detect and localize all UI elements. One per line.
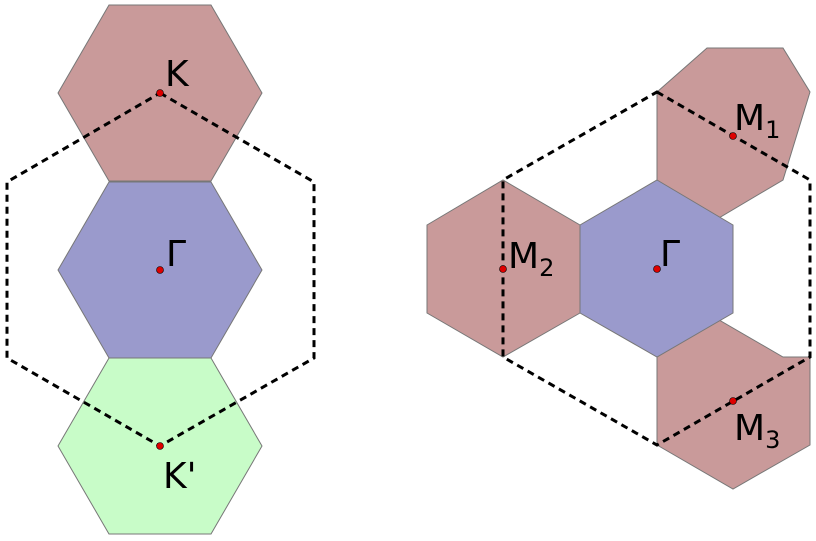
label-gamma-right: Γ xyxy=(660,234,680,275)
point-gamma-right xyxy=(653,265,661,273)
label-m3-sub: 3 xyxy=(765,426,780,454)
label-m2: M2 xyxy=(508,236,554,282)
left-diagram: K Γ K' xyxy=(5,4,316,535)
point-m1 xyxy=(729,132,737,140)
point-gamma-left xyxy=(156,266,164,274)
right-diagram: M1 M2 M3 Γ xyxy=(426,47,812,490)
label-m1-base: M xyxy=(734,98,765,139)
label-m2-sub: 2 xyxy=(539,254,554,282)
point-m3 xyxy=(729,397,737,405)
label-kprime: K' xyxy=(163,456,197,497)
label-m3-base: M xyxy=(734,408,765,449)
dashed-zone-right xyxy=(501,90,812,447)
label-m2-base: M xyxy=(508,236,539,277)
label-m1: M1 xyxy=(734,98,780,144)
point-kprime xyxy=(156,442,164,450)
label-m1-sub: 1 xyxy=(765,116,780,144)
point-m2 xyxy=(499,265,507,273)
label-k: K xyxy=(165,54,190,95)
label-m3: M3 xyxy=(734,408,780,454)
label-gamma-left: Γ xyxy=(166,234,186,275)
point-k xyxy=(156,89,164,97)
